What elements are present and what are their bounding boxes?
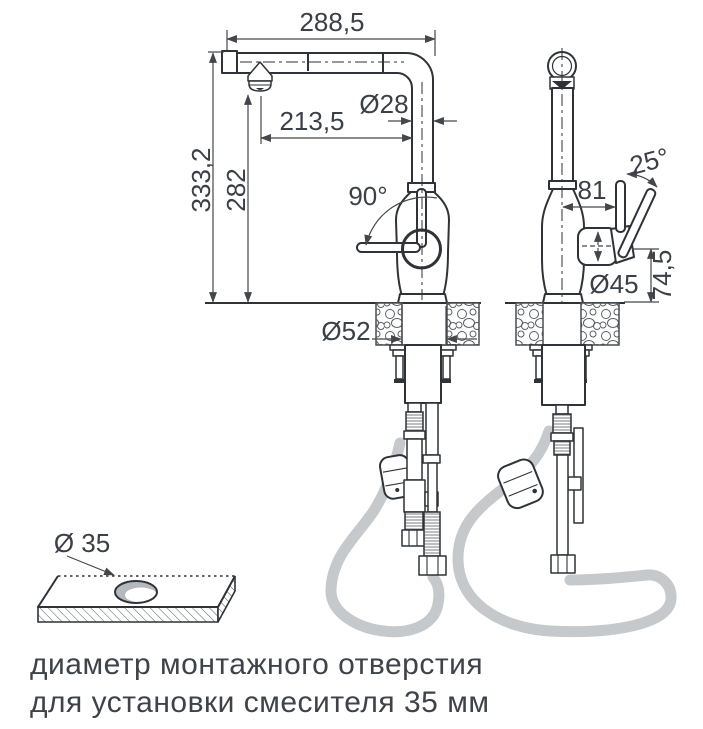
dim-swivel-angle: 90° (348, 181, 387, 211)
dim-spout-to-axis: 213,5 (279, 106, 344, 136)
mounting-shank-side (541, 344, 586, 406)
under-counter-front (378, 344, 457, 576)
caption: диаметр монтажного отверстия для установ… (30, 648, 489, 719)
pullout-hose-front (325, 437, 445, 638)
lever-rod-vertical (615, 180, 626, 233)
hole-leader-line (66, 555, 115, 576)
dim-body-diameter: Ø45 (589, 269, 638, 299)
mounting-bracket (573, 427, 584, 524)
under-counter-side (497, 344, 593, 574)
counter-section-side-left (515, 302, 544, 346)
dim-lever-offset: 81 (578, 175, 607, 205)
dim-base-diameter: Ø52 (321, 316, 370, 346)
hose-weight-side (497, 458, 544, 510)
mounting-hole-inset: Ø 35 (37, 528, 236, 623)
hose-nut-right (418, 555, 447, 576)
dim-tube-diameter: Ø28 (359, 89, 408, 119)
base-flare-side (542, 293, 584, 304)
hose-nut-side (550, 554, 576, 574)
dimensions: 288,5 213,5 Ø28 333,2 282 90° Ø52 81 25° (186, 7, 677, 346)
mounting-stud-right (442, 355, 451, 380)
dim-spout-reach: 288,5 (299, 7, 364, 37)
side-view (452, 48, 677, 638)
dim-lever-angle: 25° (627, 141, 673, 180)
mounting-stud-left (395, 355, 404, 380)
caption-line-2: для установки смесителя 35 мм (30, 686, 489, 719)
dim-body-height: 74,5 (647, 250, 677, 301)
mounting-shank (404, 344, 442, 404)
lever-rod-tilted (617, 188, 657, 259)
dim-hole-diameter: Ø 35 (54, 528, 110, 558)
dim-total-height: 333,2 (186, 147, 216, 212)
check-valve (403, 479, 426, 513)
front-view (205, 50, 481, 638)
pullout-head-cap (221, 50, 238, 74)
hose-nut-left (401, 529, 426, 547)
dim-spout-height: 282 (221, 168, 251, 211)
slab-front-face (37, 606, 219, 623)
caption-line-1: диаметр монтажного отверстия (30, 648, 483, 681)
counter-section-side-right (580, 302, 620, 346)
